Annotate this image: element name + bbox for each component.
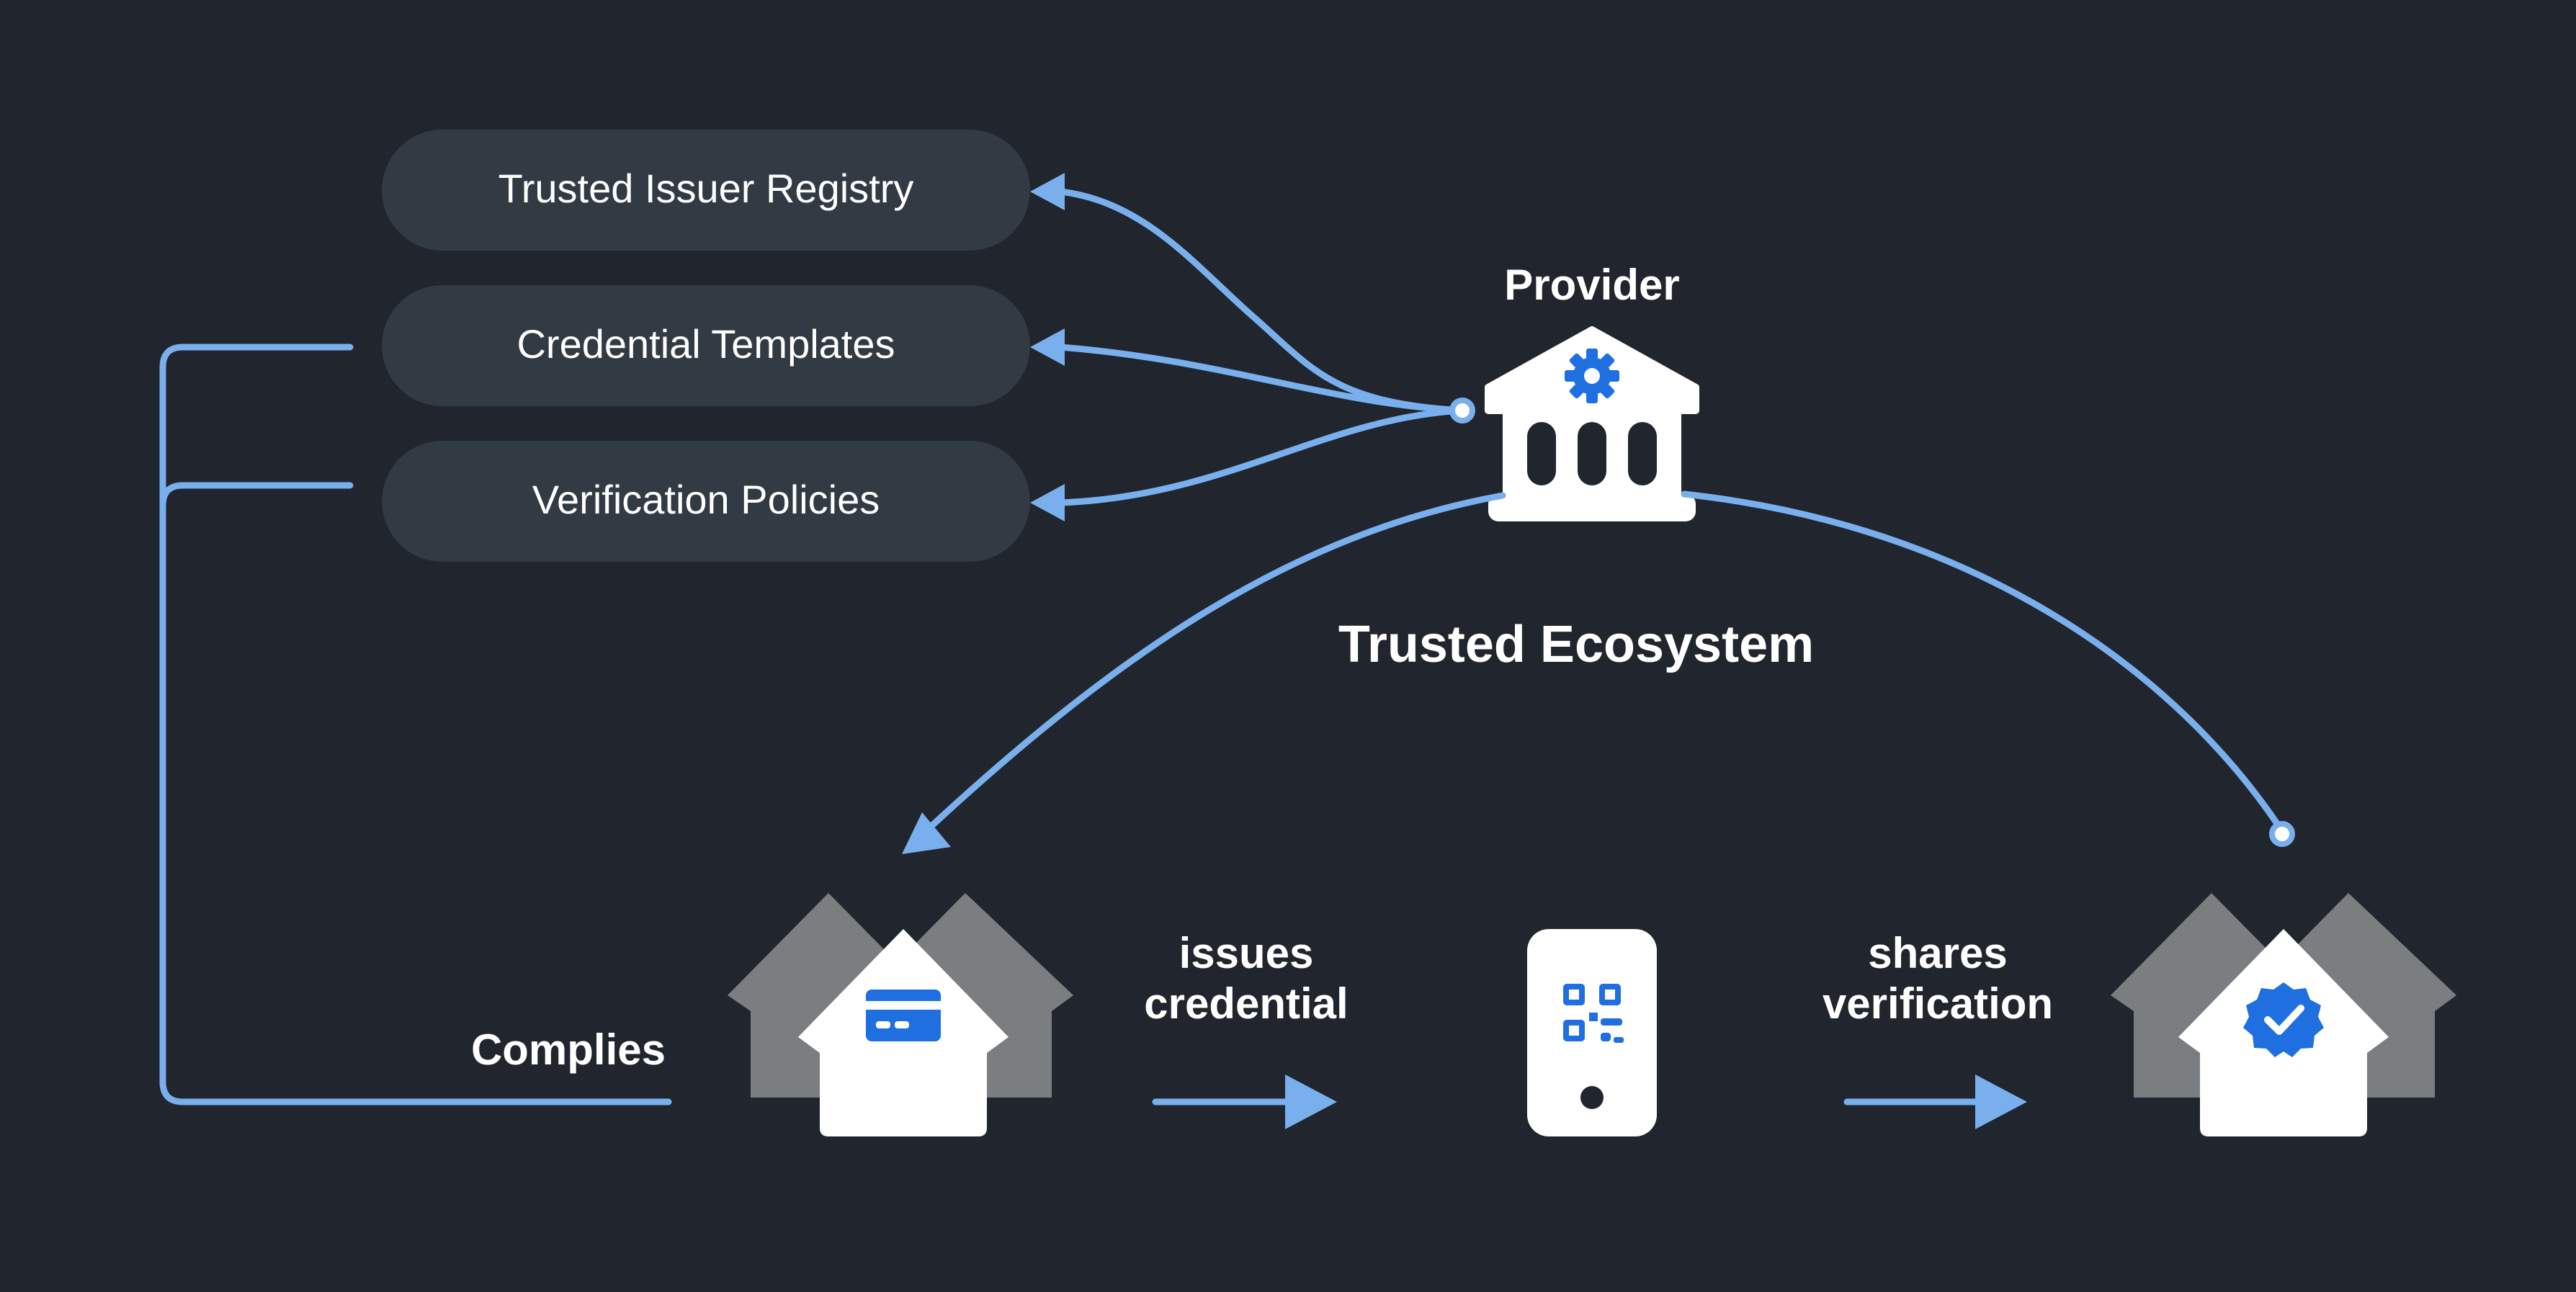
complies-bracket — [159, 344, 672, 1105]
provider-to-issuer-arrow — [902, 492, 1506, 854]
issues-arrow — [1152, 1075, 1337, 1129]
shares-arrow — [1843, 1075, 2027, 1129]
phone-icon — [1527, 929, 1657, 1136]
registry-item-label: Verification Policies — [532, 477, 880, 522]
qr-code-icon — [1563, 984, 1624, 1043]
registry-item-trusted-issuer-registry: Trusted Issuer Registry — [382, 130, 1030, 251]
registry-item-verification-policies: Verification Policies — [382, 441, 1030, 562]
bank-icon — [1485, 326, 1699, 521]
gear-icon — [1565, 349, 1619, 403]
verified-check-icon — [2243, 982, 2324, 1057]
provider-label: Provider — [1504, 261, 1679, 309]
shares-label-line1: shares — [1868, 929, 2007, 977]
issues-label-line2: credential — [1144, 979, 1348, 1028]
shares-label-line2: verification — [1823, 979, 2053, 1028]
issues-label-line1: issues — [1179, 929, 1314, 977]
registry-item-label: Trusted Issuer Registry — [498, 166, 914, 211]
provider-to-verifier-arc — [1681, 490, 2295, 847]
credit-card-icon — [866, 990, 941, 1041]
houses-icon — [2111, 893, 2456, 1136]
registry-item-label: Credential Templates — [516, 321, 895, 367]
houses-icon — [728, 893, 1073, 1136]
connector-dot-icon — [1449, 398, 1475, 423]
provider-to-registry-arrows — [1030, 173, 1475, 521]
registry-item-credential-templates: Credential Templates — [382, 285, 1030, 406]
ecosystem-label: Trusted Ecosystem — [1338, 616, 1814, 673]
connector-dot-icon — [2269, 821, 2295, 847]
complies-label: Complies — [471, 1026, 666, 1074]
